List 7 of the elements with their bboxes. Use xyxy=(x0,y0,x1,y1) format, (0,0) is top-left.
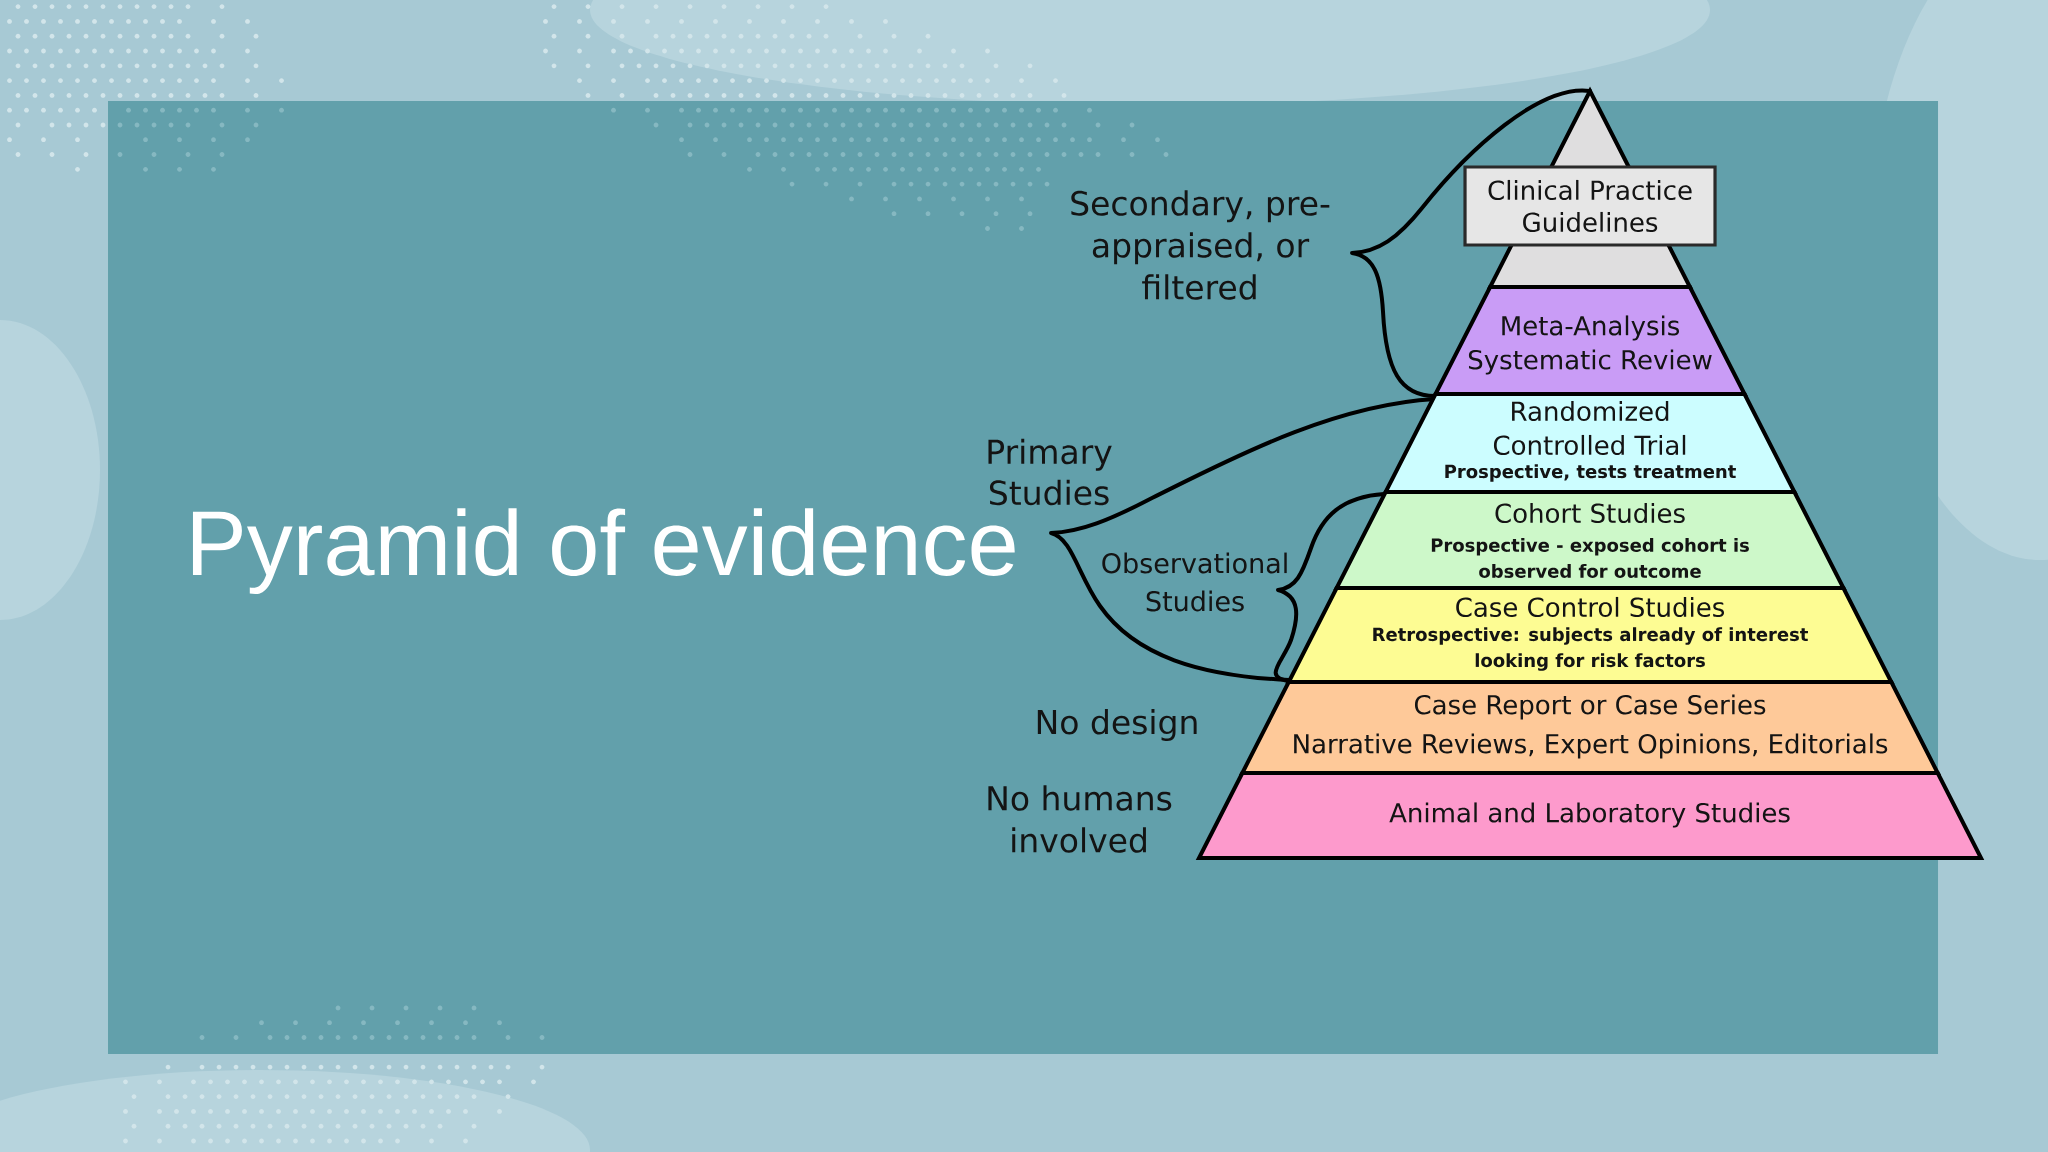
text-box: Clinical Practice Guidelines xyxy=(1463,165,1717,247)
side-label: No humans involved xyxy=(988,785,1172,853)
group-label: Primary Studies xyxy=(988,438,1112,506)
group-label: Observational Studies xyxy=(1102,552,1287,612)
slide-title: Pyramid of evidence xyxy=(192,508,1015,595)
group-label: Secondary, pre-appraised, or filtered xyxy=(1071,190,1330,300)
side-label: No design xyxy=(1037,709,1197,741)
